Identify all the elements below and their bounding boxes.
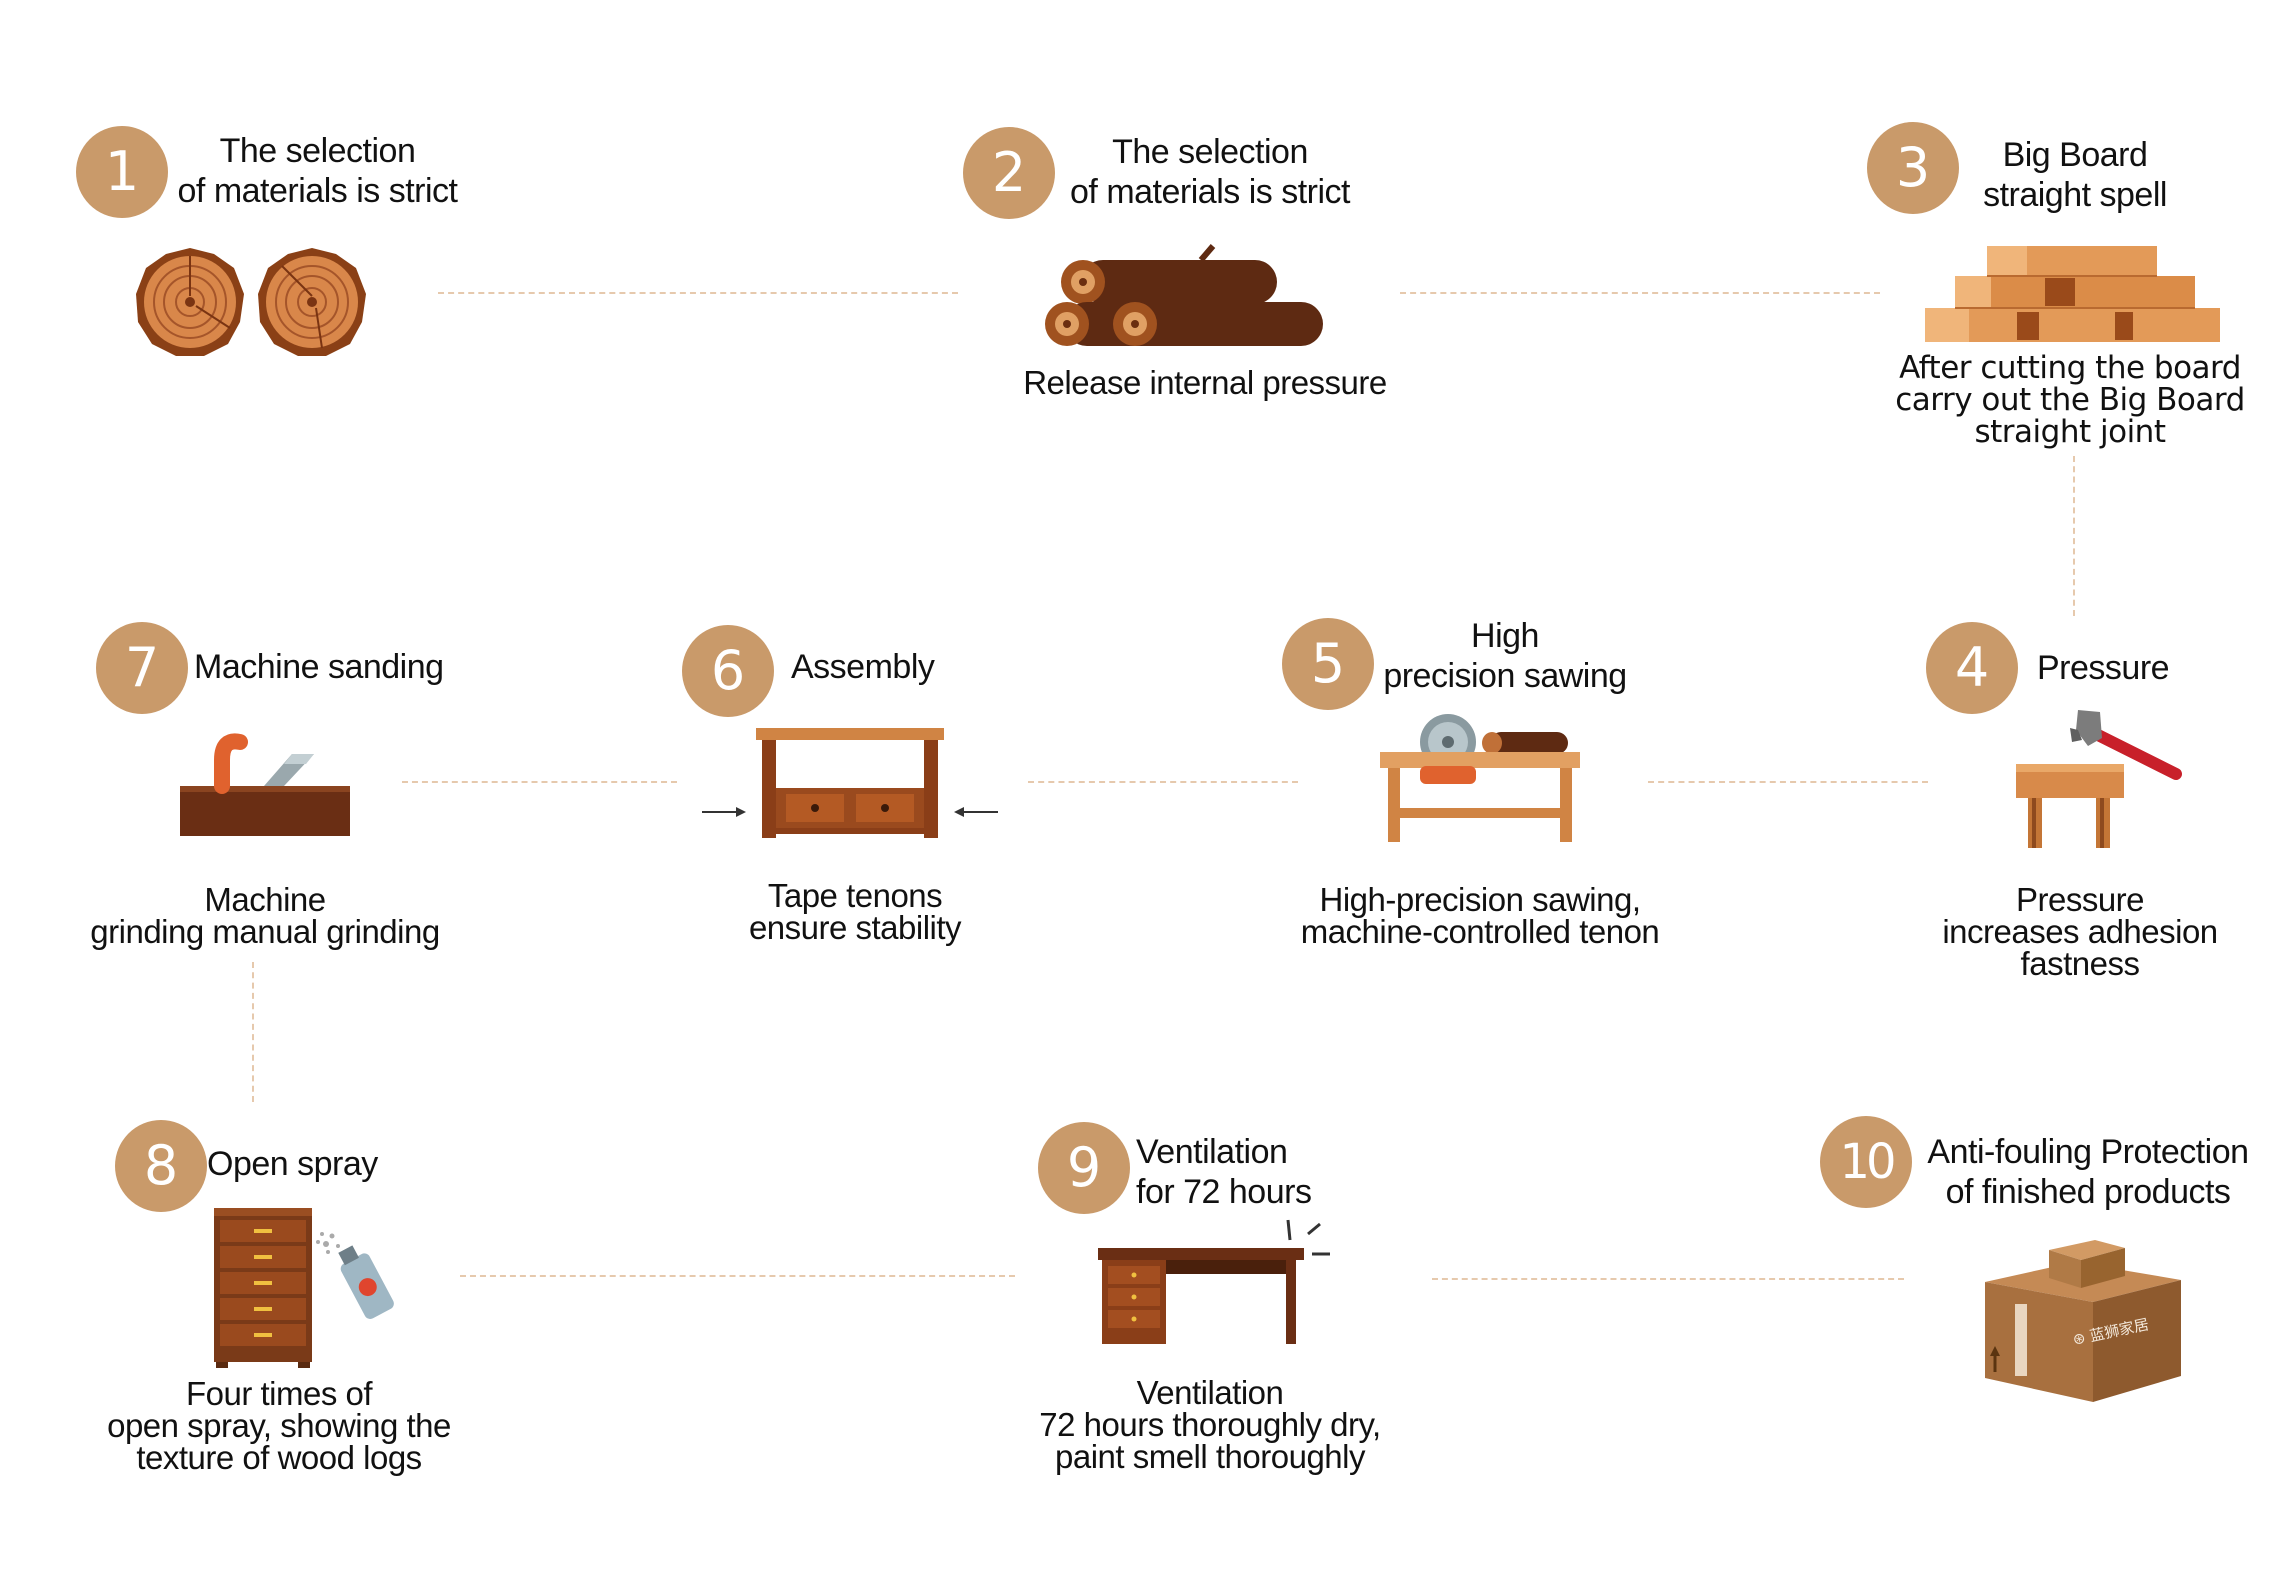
log-pile-icon xyxy=(1045,244,1323,346)
step-7-title: Machine sanding xyxy=(194,648,444,686)
step-8-badge: 8 xyxy=(115,1120,207,1212)
log-slices-icon xyxy=(136,248,366,356)
stacked-boards-icon xyxy=(1925,246,2220,342)
step-3-badge: 3 xyxy=(1867,122,1959,214)
connector-3-4 xyxy=(2073,456,2075,616)
connector-9-10 xyxy=(1432,1278,1904,1280)
connector-5-6 xyxy=(1028,781,1298,783)
step-4-title: Pressure xyxy=(2037,649,2170,687)
planer-icon xyxy=(180,733,350,836)
step-5-description: High-precision sawing,machine-controlled… xyxy=(1300,881,1660,950)
desk-icon xyxy=(1098,1219,1330,1344)
step-6-badge: 6 xyxy=(682,625,774,717)
step-2-description: Release internal pressure xyxy=(1023,364,1387,401)
connector-4-5 xyxy=(1648,781,1928,783)
connector-7-8 xyxy=(252,962,254,1102)
step-6-title: Assembly xyxy=(791,648,935,686)
hammer-bench-icon xyxy=(2016,710,2182,848)
step-4-badge: 4 xyxy=(1926,622,2018,714)
connector-2-3 xyxy=(1400,292,1880,294)
drawer-chest-spray-icon xyxy=(214,1208,394,1368)
step-2-badge: 2 xyxy=(963,127,1055,219)
step-5-badge: 5 xyxy=(1282,618,1374,710)
shipping-box-icon xyxy=(1985,1240,2181,1402)
step-9-badge: 9 xyxy=(1038,1122,1130,1214)
cabinet-assembly-icon xyxy=(702,728,998,838)
step-8-title: Open spray xyxy=(207,1145,378,1183)
step-7-badge: 7 xyxy=(96,622,188,714)
circular-saw-bench-icon xyxy=(1380,714,1580,842)
connector-6-7 xyxy=(402,781,677,783)
step-10-badge: 10 xyxy=(1820,1116,1912,1208)
step-1-badge: 1 xyxy=(76,126,168,218)
connector-1-2 xyxy=(438,292,958,294)
connector-8-9 xyxy=(460,1275,1015,1277)
